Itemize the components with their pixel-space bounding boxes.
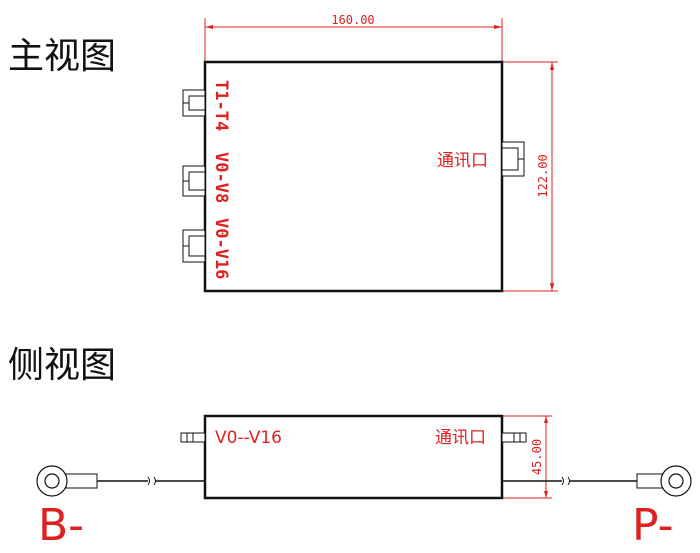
front-connector-v16 (182, 229, 206, 263)
front-connector-v8 (182, 165, 206, 197)
front-label-v0-v8: V0-V8 (211, 152, 231, 203)
front-label-t1-t4: T1-T4 (211, 80, 231, 131)
front-label-v0-v16: V0-V16 (211, 218, 231, 279)
side-height-value: 45.00 (530, 439, 544, 475)
front-width-dimension: 160.00 (204, 13, 503, 62)
front-height-value: 122.00 (536, 154, 550, 197)
side-connector-right (501, 432, 527, 443)
side-comm-label: 通讯口 (435, 428, 486, 448)
cable-p-negative (502, 465, 692, 497)
side-connector-left (180, 432, 206, 443)
side-housing (203, 414, 504, 500)
front-comm-label: 通讯口 (437, 151, 488, 171)
front-housing (203, 60, 504, 293)
front-width-value: 160.00 (331, 13, 374, 27)
front-comm-connector (501, 141, 525, 177)
front-view-title: 主视图 (8, 36, 116, 77)
cable-b-negative (36, 465, 205, 497)
front-connector-t (182, 89, 206, 117)
label-b-negative: B- (38, 500, 84, 551)
side-height-dimension: 45.00 (502, 415, 552, 499)
side-label-v0-v16: V0--V16 (215, 428, 282, 448)
side-view-title: 侧视图 (8, 345, 116, 386)
label-p-negative: P- (632, 500, 673, 551)
front-height-dimension: 122.00 (502, 61, 558, 292)
